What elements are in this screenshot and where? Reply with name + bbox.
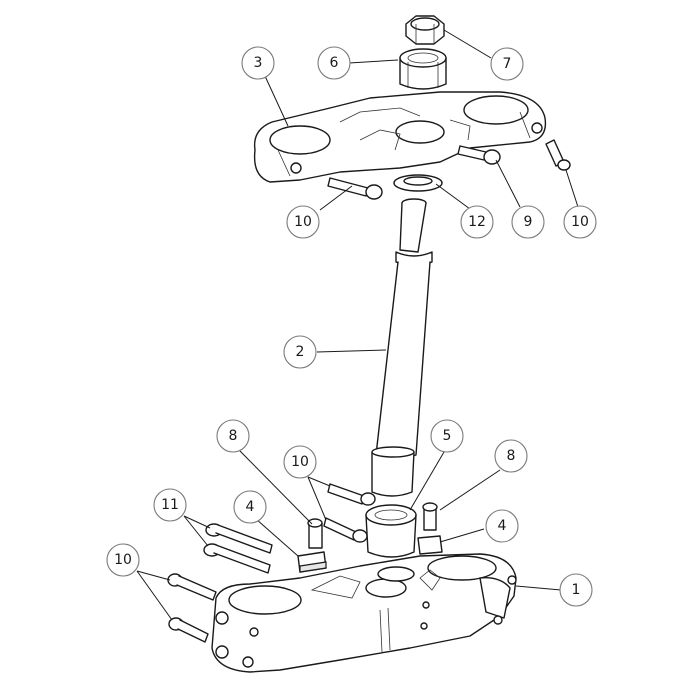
long-bolt-lower [203, 543, 271, 574]
callout-10-lower-left-label: 10 [114, 552, 132, 568]
callout-4-right-label: 4 [498, 518, 507, 534]
lower-left-bolt-upper [167, 573, 217, 601]
callout-11: 11 [153, 488, 187, 522]
callout-11-label: 11 [161, 497, 179, 513]
callout-3: 3 [241, 46, 275, 80]
clamp-block-left [297, 551, 327, 573]
callout-7-label: 7 [503, 56, 512, 72]
upper-bolt-right [457, 145, 501, 165]
callout-8-right: 8 [494, 439, 528, 473]
callout-12-label: 12 [468, 214, 486, 230]
callout-1: 1 [559, 573, 593, 607]
callout-4-left-label: 4 [246, 499, 255, 515]
lower-left-bolt-lower [168, 617, 209, 643]
callout-4-left: 4 [233, 490, 267, 524]
callout-6-label: 6 [330, 55, 339, 71]
top-nut [405, 15, 445, 45]
mid-bolt-lower [323, 517, 368, 543]
pinch-bolt-left [307, 518, 323, 549]
callout-7: 7 [490, 47, 524, 81]
long-bolt-upper [205, 523, 273, 554]
callout-5: 5 [430, 419, 464, 453]
steering-stem [371, 198, 433, 497]
seal-washer [393, 174, 443, 192]
callout-3-label: 3 [254, 55, 263, 71]
lower-bushing [365, 504, 417, 558]
mid-bolt-upper [327, 483, 376, 506]
callout-2-label: 2 [296, 344, 305, 360]
lower-triple-clamp [211, 553, 517, 673]
callout-10-upper-right: 10 [563, 205, 597, 239]
callout-8-left: 8 [216, 419, 250, 453]
callout-10-lower-left: 10 [106, 543, 140, 577]
upper-bolt-far-right [545, 139, 571, 171]
pinch-bolt-right [422, 502, 438, 531]
callout-1-label: 1 [572, 582, 581, 598]
callout-6: 6 [317, 46, 351, 80]
callout-9-label: 9 [524, 214, 533, 230]
callout-4-right: 4 [485, 509, 519, 543]
callout-5-label: 5 [443, 428, 452, 444]
upper-triple-clamp [253, 91, 547, 183]
callout-10-upper-left-label: 10 [294, 214, 312, 230]
callout-10-middle-label: 10 [291, 454, 309, 470]
callout-2: 2 [283, 335, 317, 369]
clamp-block-right [417, 535, 443, 555]
leader-lines [136, 29, 579, 621]
upper-bolt-left [327, 177, 383, 200]
callout-10-upper-right-label: 10 [571, 214, 589, 230]
callout-10-upper-left: 10 [286, 205, 320, 239]
callout-8-left-label: 8 [229, 428, 238, 444]
callout-10-middle: 10 [283, 445, 317, 479]
callout-12: 12 [460, 205, 494, 239]
callout-8-right-label: 8 [507, 448, 516, 464]
top-bushing [399, 48, 447, 90]
callout-9: 9 [511, 205, 545, 239]
